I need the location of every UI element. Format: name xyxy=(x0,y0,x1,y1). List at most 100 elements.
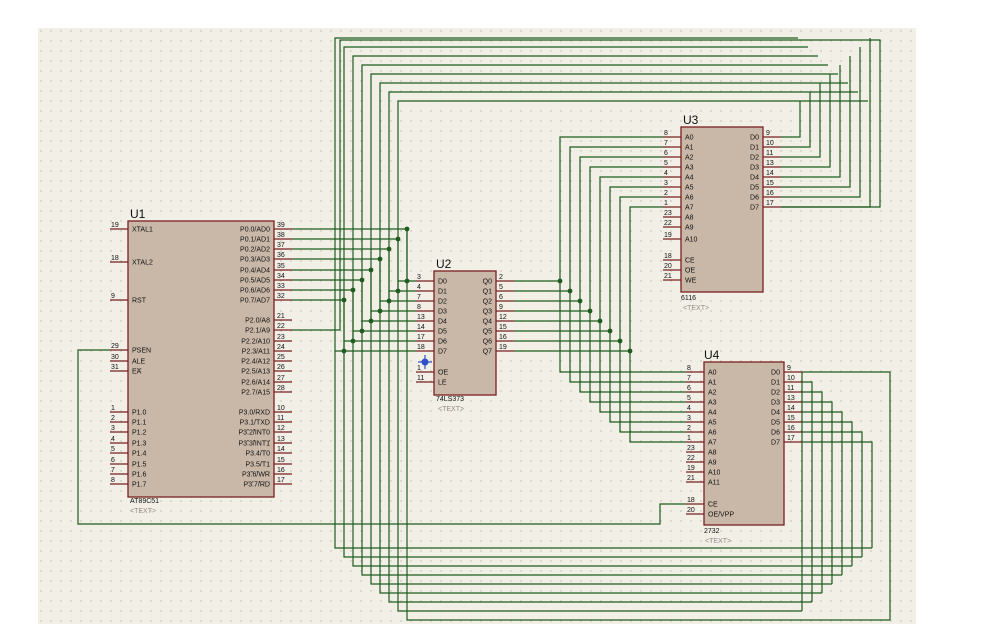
u4-data-wire-0[interactable] xyxy=(802,441,873,548)
u3-data-wire-6[interactable] xyxy=(781,47,861,198)
u3-data-wire-5[interactable] xyxy=(781,56,851,188)
u1-pin-p1-0[interactable]: 1P1.0 xyxy=(110,405,147,417)
data-loop-up-2[interactable] xyxy=(379,82,848,302)
data-loop-up-5[interactable] xyxy=(352,55,818,332)
u2-pin-oe[interactable]: 1OE xyxy=(416,365,448,377)
u3-addr-wire-6[interactable] xyxy=(619,196,663,341)
u2-pin-q2[interactable]: 6Q2 xyxy=(483,294,514,306)
u2-pin-d1[interactable]: 4D1 xyxy=(416,284,447,296)
u4-pin-a7[interactable]: 1A7 xyxy=(686,435,717,447)
u4-pin-a0[interactable]: 8A0 xyxy=(686,365,717,377)
u4-data-wire-5[interactable] xyxy=(802,391,823,593)
u1-body[interactable] xyxy=(127,220,275,498)
u4-body[interactable] xyxy=(703,361,785,526)
u2-chip[interactable]: U274LS373<TEXT>3D04D17D28D313D414D517D61… xyxy=(416,257,514,413)
u3-addr-wire-3[interactable] xyxy=(589,166,663,311)
u3-data-wire-2[interactable] xyxy=(781,83,821,158)
u3-addr-wire-5[interactable] xyxy=(609,186,663,331)
u2-body[interactable] xyxy=(433,270,497,396)
u3-addr-wire-4[interactable] xyxy=(599,176,663,321)
u2-pin-d3[interactable]: 8D3 xyxy=(416,304,447,316)
data-loop-down-5[interactable] xyxy=(379,301,822,594)
u2-pin-d0[interactable]: 3D0 xyxy=(416,274,447,286)
data-loop-up-4[interactable] xyxy=(361,64,828,322)
u4-data-wire-2[interactable] xyxy=(802,421,853,566)
u1-pin-p1-4[interactable]: 5P1.4 xyxy=(110,446,147,458)
data-loop-down-3[interactable] xyxy=(361,321,842,576)
data-loop-down-0[interactable] xyxy=(334,351,872,549)
u1-chip[interactable]: U1AT89C51<TEXT>19XTAL118XTAL29RST29PSEN3… xyxy=(110,207,292,515)
u3-data-wire-3[interactable] xyxy=(781,74,831,168)
u3-addr-wire-2[interactable] xyxy=(579,156,663,301)
u3-body[interactable] xyxy=(680,126,764,293)
u3-data-wire-0[interactable] xyxy=(781,101,801,138)
u2-pin-q3[interactable]: 9Q3 xyxy=(483,304,514,316)
top-return-wire[interactable] xyxy=(292,39,881,331)
u1-pin-p1-2[interactable]: 3P1.2 xyxy=(110,425,147,437)
u4-pin-a5[interactable]: 3A5 xyxy=(686,415,717,427)
outer-frame-wire[interactable] xyxy=(406,229,891,621)
data-loop-up-1[interactable] xyxy=(388,91,858,292)
data-loop-up-0[interactable] xyxy=(397,100,868,282)
u4-addr-wire-7[interactable] xyxy=(629,351,686,443)
u3-data-wire-4[interactable] xyxy=(781,65,841,178)
u3-pin-a4[interactable]: 4A4 xyxy=(663,170,694,182)
u3-pin-a6[interactable]: 2A6 xyxy=(663,190,694,202)
data-loop-down-1[interactable] xyxy=(343,341,862,558)
data-loop-down-4[interactable] xyxy=(370,311,832,585)
data-loop-up-6[interactable] xyxy=(343,46,808,342)
u4-pin-a6[interactable]: 2A6 xyxy=(686,425,717,437)
data-loop-up-3[interactable] xyxy=(370,73,838,312)
u4-pin-d0[interactable]: 9D0 xyxy=(771,365,802,377)
u2-pin-q1[interactable]: 5Q1 xyxy=(483,284,514,296)
u4-chip[interactable]: U42732<TEXT>8A07A16A25A34A43A52A61A723A8… xyxy=(686,348,802,545)
u1-pin-p1-3[interactable]: 4P1.3 xyxy=(110,436,147,448)
u1-pin-p1-5[interactable]: 6P1.5 xyxy=(110,457,147,469)
u4-pin-a3[interactable]: 5A3 xyxy=(686,395,717,407)
